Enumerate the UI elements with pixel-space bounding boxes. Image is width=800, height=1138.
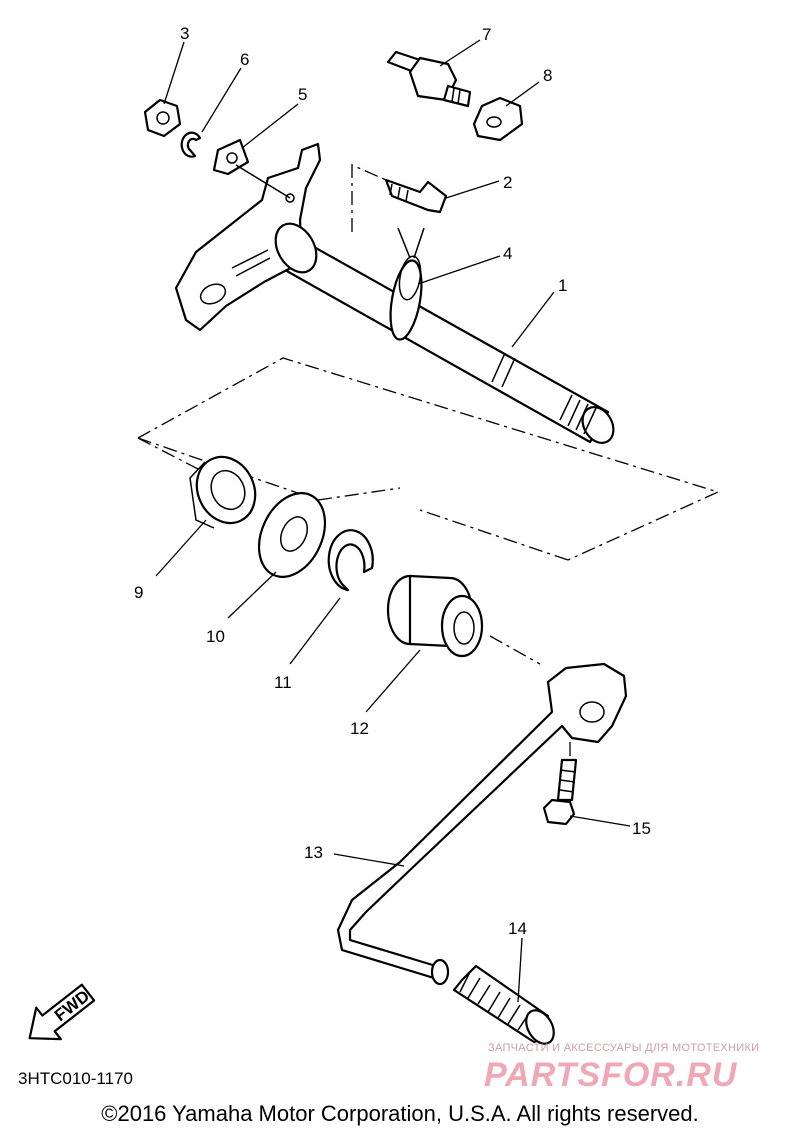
leader-2 [445,180,500,199]
watermark-caption: ЗАПЧАСТИ И АКСЕССУАРЫ ДЛЯ МОТОТЕХНИКИ [488,1042,760,1054]
callout-11: 11 [274,673,292,692]
assembly-dash-box-left [137,437,201,471]
callout-1: 1 [558,276,567,295]
part-washer-8 [472,96,524,142]
callout-5: 5 [298,85,307,104]
part-bolt-15 [542,758,578,826]
callout-4: 4 [503,244,512,263]
leader-10 [227,571,277,619]
part-shift-shaft [174,142,615,444]
leader-7 [439,39,481,67]
part-footrest-14 [452,964,555,1045]
leader-11 [289,597,341,665]
leader-1 [511,291,555,348]
callout-15: 15 [632,819,651,838]
watermark-logo: PARTSFOR.RU [484,1056,738,1094]
part-bushing-12 [386,574,484,658]
fwd-arrow-icon: FWD [28,983,96,1041]
assembly-line-5 [235,164,291,199]
leader-15 [569,815,631,827]
part-oil-seal-9 [189,455,257,529]
part-shift-pedal-13 [336,662,628,986]
part-plate-5 [212,138,250,176]
callout-6: 6 [240,50,249,69]
copyright-notice: ©2016 Yamaha Motor Corporation, U.S.A. A… [101,1101,699,1126]
part-spring-4 [389,227,425,341]
part-washer-10 [257,492,327,578]
leader-5 [241,103,299,149]
assembly-dash-box-bottom [419,509,569,561]
callout-9: 9 [134,583,143,602]
callout-2: 2 [503,173,512,192]
diagram-code: 3HTC010-1170 [18,1069,133,1088]
callout-14: 14 [508,919,527,938]
dash-leader-2 [351,164,387,232]
callout-3: 3 [180,24,189,43]
leader-12 [365,649,421,713]
leader-9 [155,519,207,577]
leader-14 [517,937,523,1003]
leader-6 [201,67,242,133]
leader-4 [417,255,501,285]
part-nut-3 [143,98,182,138]
part-circlip-11 [327,529,374,592]
callout-10: 10 [206,627,225,646]
part-collar-bolt-7 [386,50,472,108]
part-lock-washer-6 [180,131,202,158]
callout-8: 8 [543,66,552,85]
callout-13: 13 [304,843,323,862]
assembly-dash-box [137,357,720,561]
part-bolt-2 [384,178,448,214]
dash-leader-12 [489,635,541,665]
leader-13 [333,853,405,867]
callout-7: 7 [482,25,491,44]
leader-8 [505,81,540,107]
leader-3 [163,41,185,105]
callout-12: 12 [350,719,369,738]
